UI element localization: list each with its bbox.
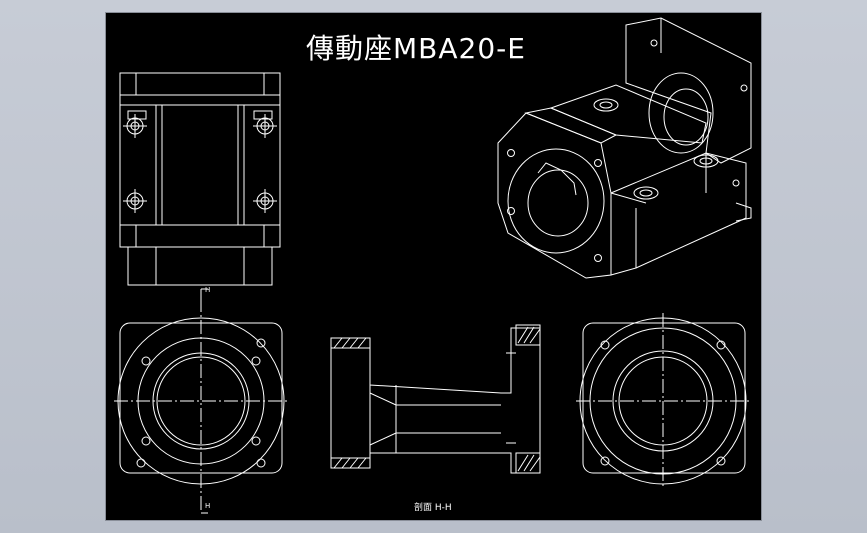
rear-view (576, 313, 751, 489)
cut-mark-top: H (205, 286, 211, 294)
top-view (120, 73, 280, 285)
isometric-view (498, 18, 751, 278)
drawing-title: 傳動座MBA20-E (306, 32, 526, 65)
cut-mark-bottom: H (205, 502, 211, 510)
front-view (114, 289, 288, 513)
cad-drawing (106, 13, 763, 522)
drawing-canvas: 傳動座MBA20-E (105, 12, 762, 521)
section-label: 剖面 H-H (414, 503, 452, 513)
section-view (331, 325, 540, 473)
